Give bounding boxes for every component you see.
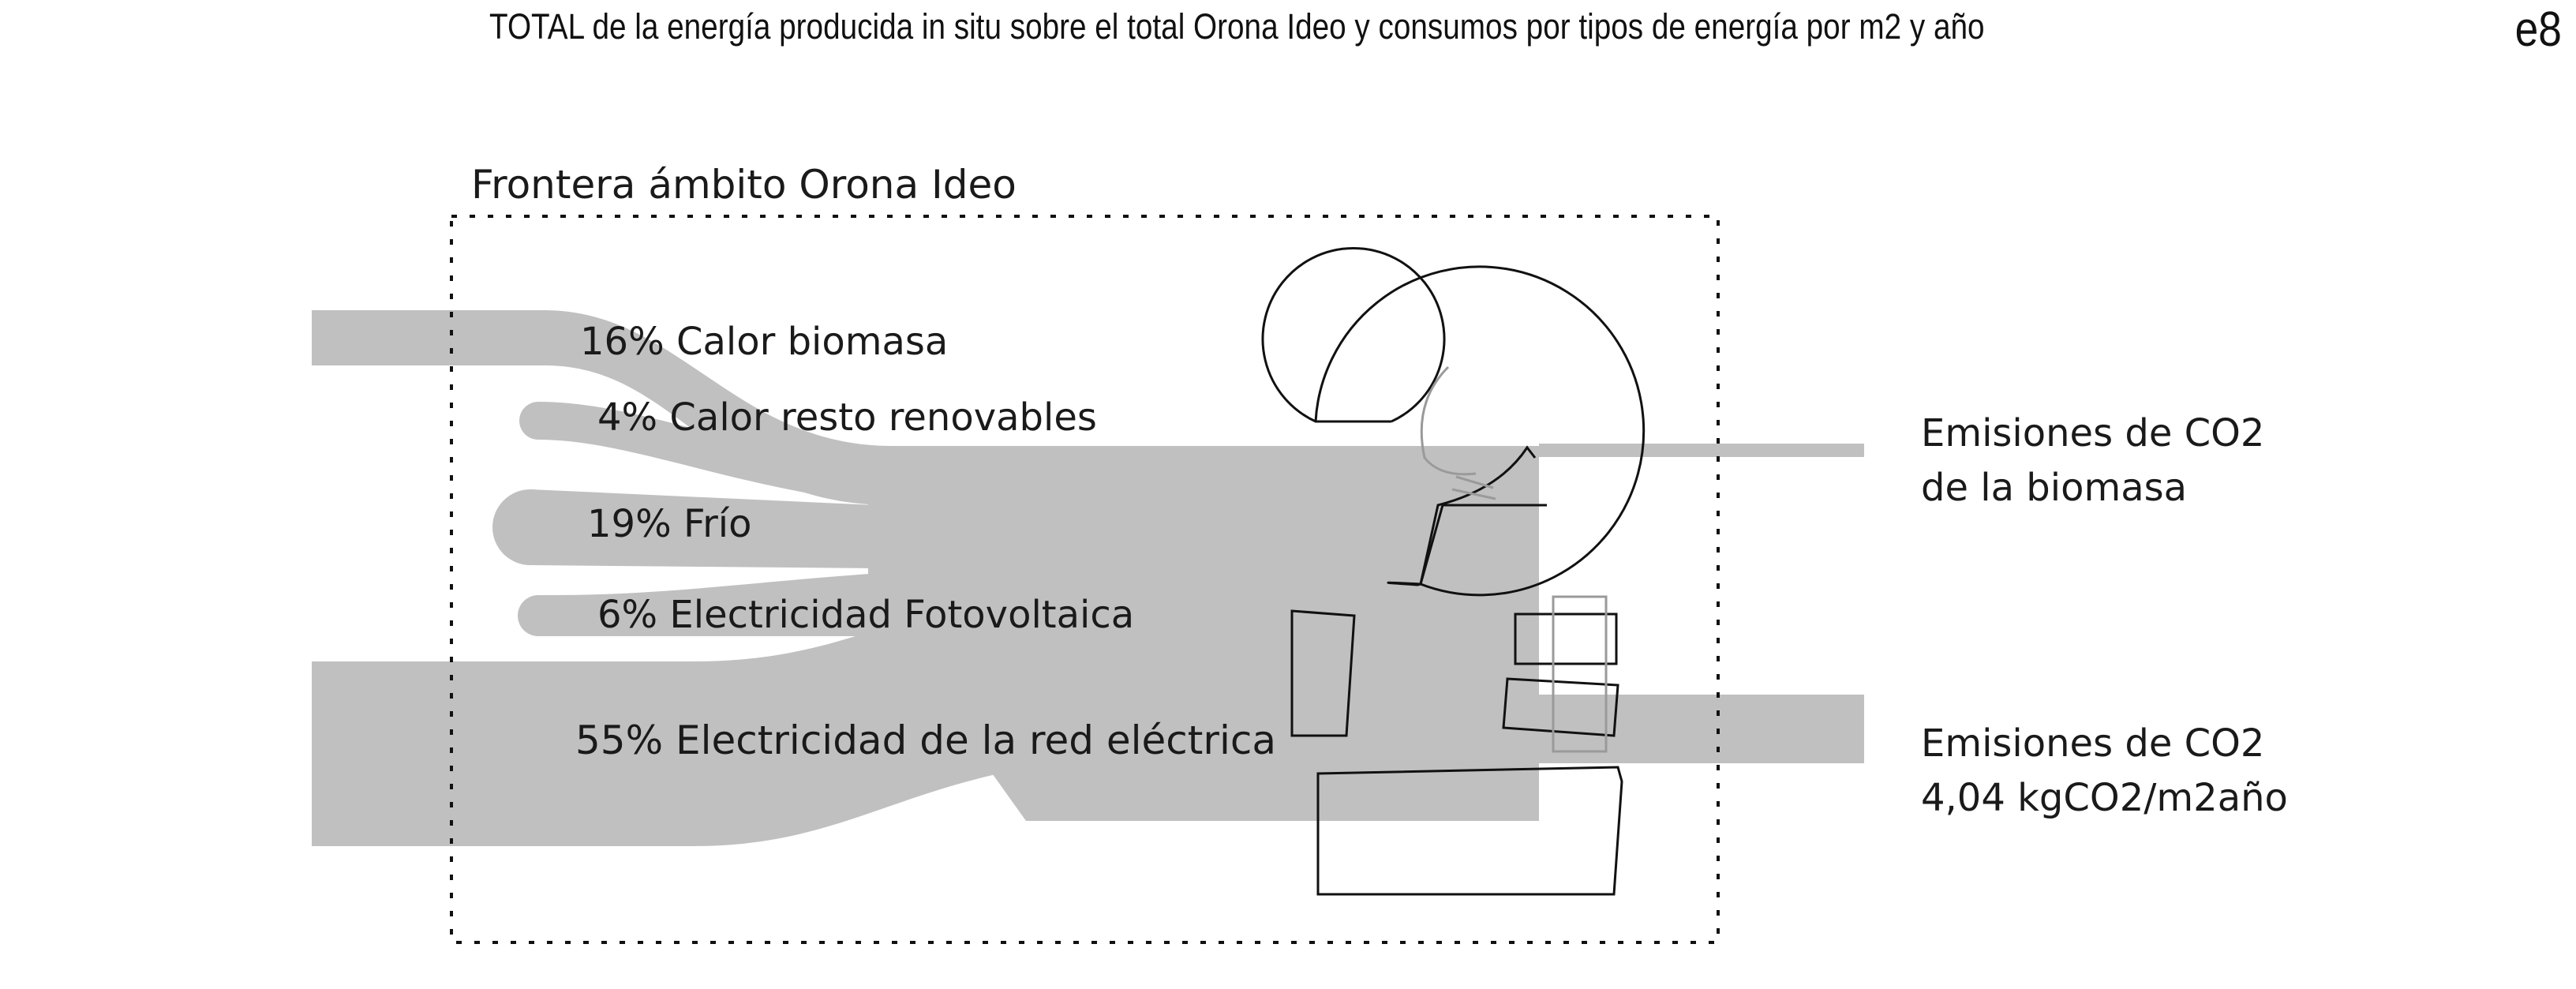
building-block-right-top [1514, 613, 1618, 665]
page-number: e8 [2514, 2, 2562, 57]
output-label-total-line1: Emisiones de CO2 [1921, 721, 2264, 766]
input-label-calor-renovables: 4% Calor resto renovables [597, 395, 1097, 440]
building-block-bottom [1316, 766, 1623, 896]
page-title: TOTAL de la energía producida in situ so… [489, 6, 1985, 47]
building-block-left [1290, 609, 1356, 737]
output-label-biomasa-line1: Emisiones de CO2 [1921, 411, 2264, 455]
building-inner-arc [1420, 365, 1477, 476]
output-label-biomasa-line2: de la biomasa [1921, 466, 2187, 510]
input-label-calor-biomasa: 16% Calor biomasa [580, 320, 948, 364]
input-label-red-electrica: 55% Electricidad de la red eléctrica [575, 717, 1276, 763]
input-label-fotovoltaica: 6% Electricidad Fotovoltaica [597, 593, 1134, 637]
flow-band-calor-renovables [538, 402, 892, 505]
building-connector [1552, 595, 1608, 753]
flow-out-biomasa [1539, 444, 1864, 457]
building-outlines [1261, 246, 1646, 896]
building-light-outlines [1420, 365, 1608, 753]
building-ring [1261, 246, 1646, 597]
building-small-bar [1451, 475, 1496, 500]
flow-band-frio [530, 489, 876, 568]
boundary-label: Frontera ámbito Orona Ideo [471, 162, 1017, 208]
building-ring-inner-wing [1419, 504, 1547, 585]
input-label-frio: 19% Frío [587, 502, 752, 546]
building-block-right-bottom [1502, 677, 1619, 737]
output-label-total-line2: 4,04 kgCO2/m2año [1921, 776, 2288, 820]
